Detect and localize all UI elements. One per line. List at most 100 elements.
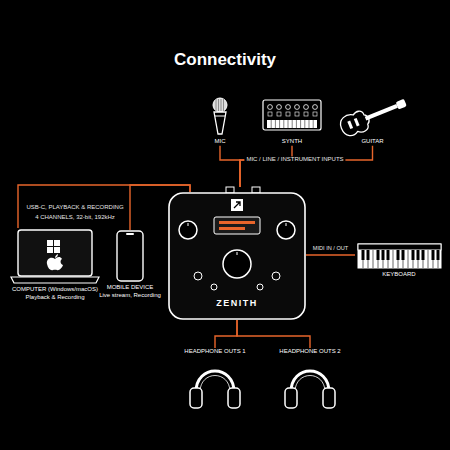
screen-bar [219, 227, 245, 230]
guitar-pickup [347, 121, 353, 130]
headphone-band [196, 371, 234, 392]
white-key-line [407, 250, 408, 268]
white-key-line [427, 250, 428, 268]
headphone-cup [285, 388, 297, 408]
knob-pointer [237, 252, 238, 255]
synth-key-line [300, 120, 301, 128]
synth-key-line [288, 120, 289, 128]
synth-knob [286, 105, 291, 110]
windows-logo [47, 240, 53, 246]
guitar-head [396, 99, 407, 110]
black-key [401, 250, 404, 260]
synth-fader [277, 112, 281, 116]
apple-leaf [55, 254, 58, 258]
node-text: HEADPHONE OUTS 1 [180, 348, 250, 356]
white-key-line [412, 250, 413, 268]
black-key [381, 250, 384, 260]
connector-line [240, 146, 292, 187]
white-key-line [392, 250, 393, 268]
node-text: ZENITH [168, 298, 306, 310]
device-knob [223, 250, 251, 278]
white-key-line [397, 250, 398, 268]
node-icon [115, 230, 145, 282]
headphone-cup [190, 388, 202, 408]
keyboard-body [358, 244, 441, 268]
node-text: HEADPHONE OUTS 2 [275, 348, 345, 356]
input-jack [226, 187, 234, 193]
device-logo-arrow [234, 202, 240, 208]
annotation-label: 4 CHANNELS, 32-bit, 192kHz [33, 214, 117, 221]
annotation-label: USB-C, PLAYBACK & RECORDING [24, 204, 125, 211]
white-key-line [362, 250, 363, 268]
headphone-node: HEADPHONE OUTS 2 [275, 348, 345, 410]
synth-key-line [313, 120, 314, 128]
white-key-line [437, 250, 438, 268]
mic-head [213, 98, 227, 112]
black-key [386, 250, 389, 260]
connector-line [215, 320, 237, 348]
synth-key-line [275, 120, 276, 128]
synth-knob [313, 105, 318, 110]
synth-knob [304, 105, 309, 110]
synth-key-line [292, 120, 293, 128]
guitar-neck [365, 104, 398, 120]
knob-pointer [188, 223, 189, 226]
node-icon [282, 360, 338, 410]
mic-mesh [221, 99, 222, 111]
synth-fader [304, 112, 308, 116]
node-icon [262, 96, 322, 136]
white-key-line [422, 250, 423, 268]
device-button [257, 284, 263, 290]
device-knob [277, 221, 295, 239]
black-key [416, 250, 419, 260]
node-text: COMPUTER (Windows/macOS) [5, 286, 105, 294]
synth-knob [268, 105, 273, 110]
guitar-node: GUITAR [335, 96, 410, 146]
white-key-line [372, 250, 373, 268]
node-text: GUITAR [335, 138, 410, 146]
synth-node: SYNTH [262, 96, 322, 146]
black-key [366, 250, 369, 260]
windows-logo [54, 247, 60, 253]
guitar-pickup [354, 118, 360, 127]
device-knob [179, 221, 197, 239]
mic-body [214, 112, 226, 134]
connector-line [18, 185, 190, 228]
synth-fader [313, 112, 317, 116]
node-text: KEYBOARD [355, 271, 443, 279]
black-key [376, 250, 379, 260]
black-key [361, 250, 364, 260]
synth-fader [286, 112, 290, 116]
screen-bar [219, 221, 255, 224]
white-key-line [377, 250, 378, 268]
white-key-line [432, 250, 433, 268]
device-button [194, 272, 202, 280]
node-text: Live stream, Recording [95, 292, 165, 300]
windows-logo [47, 247, 53, 253]
synth-fader [268, 112, 272, 116]
node-icon [335, 96, 410, 136]
node-icon [10, 228, 100, 284]
white-key-line [402, 250, 403, 268]
synth-keys [267, 120, 317, 128]
device-logo [231, 199, 243, 211]
white-key-line [387, 250, 388, 268]
device-button [272, 272, 280, 280]
mobile-node: MOBILE DEVICELive stream, Recording [95, 230, 165, 300]
synth-body [263, 100, 321, 130]
white-key-line [417, 250, 418, 268]
mic-mesh [216, 99, 217, 111]
node-icon [187, 360, 243, 410]
interface-device: ZENITH [168, 192, 306, 320]
computer-node: COMPUTER (Windows/macOS)Playback & Recor… [5, 228, 105, 302]
connector-line [306, 254, 355, 255]
mic-mesh [223, 99, 224, 111]
device-screen [214, 217, 260, 234]
device-housing [169, 193, 305, 319]
node-text: MIC [200, 138, 240, 146]
phone-notch [126, 233, 134, 235]
black-key [421, 250, 424, 260]
headphone-cup [228, 388, 240, 408]
phone-body [117, 231, 143, 281]
